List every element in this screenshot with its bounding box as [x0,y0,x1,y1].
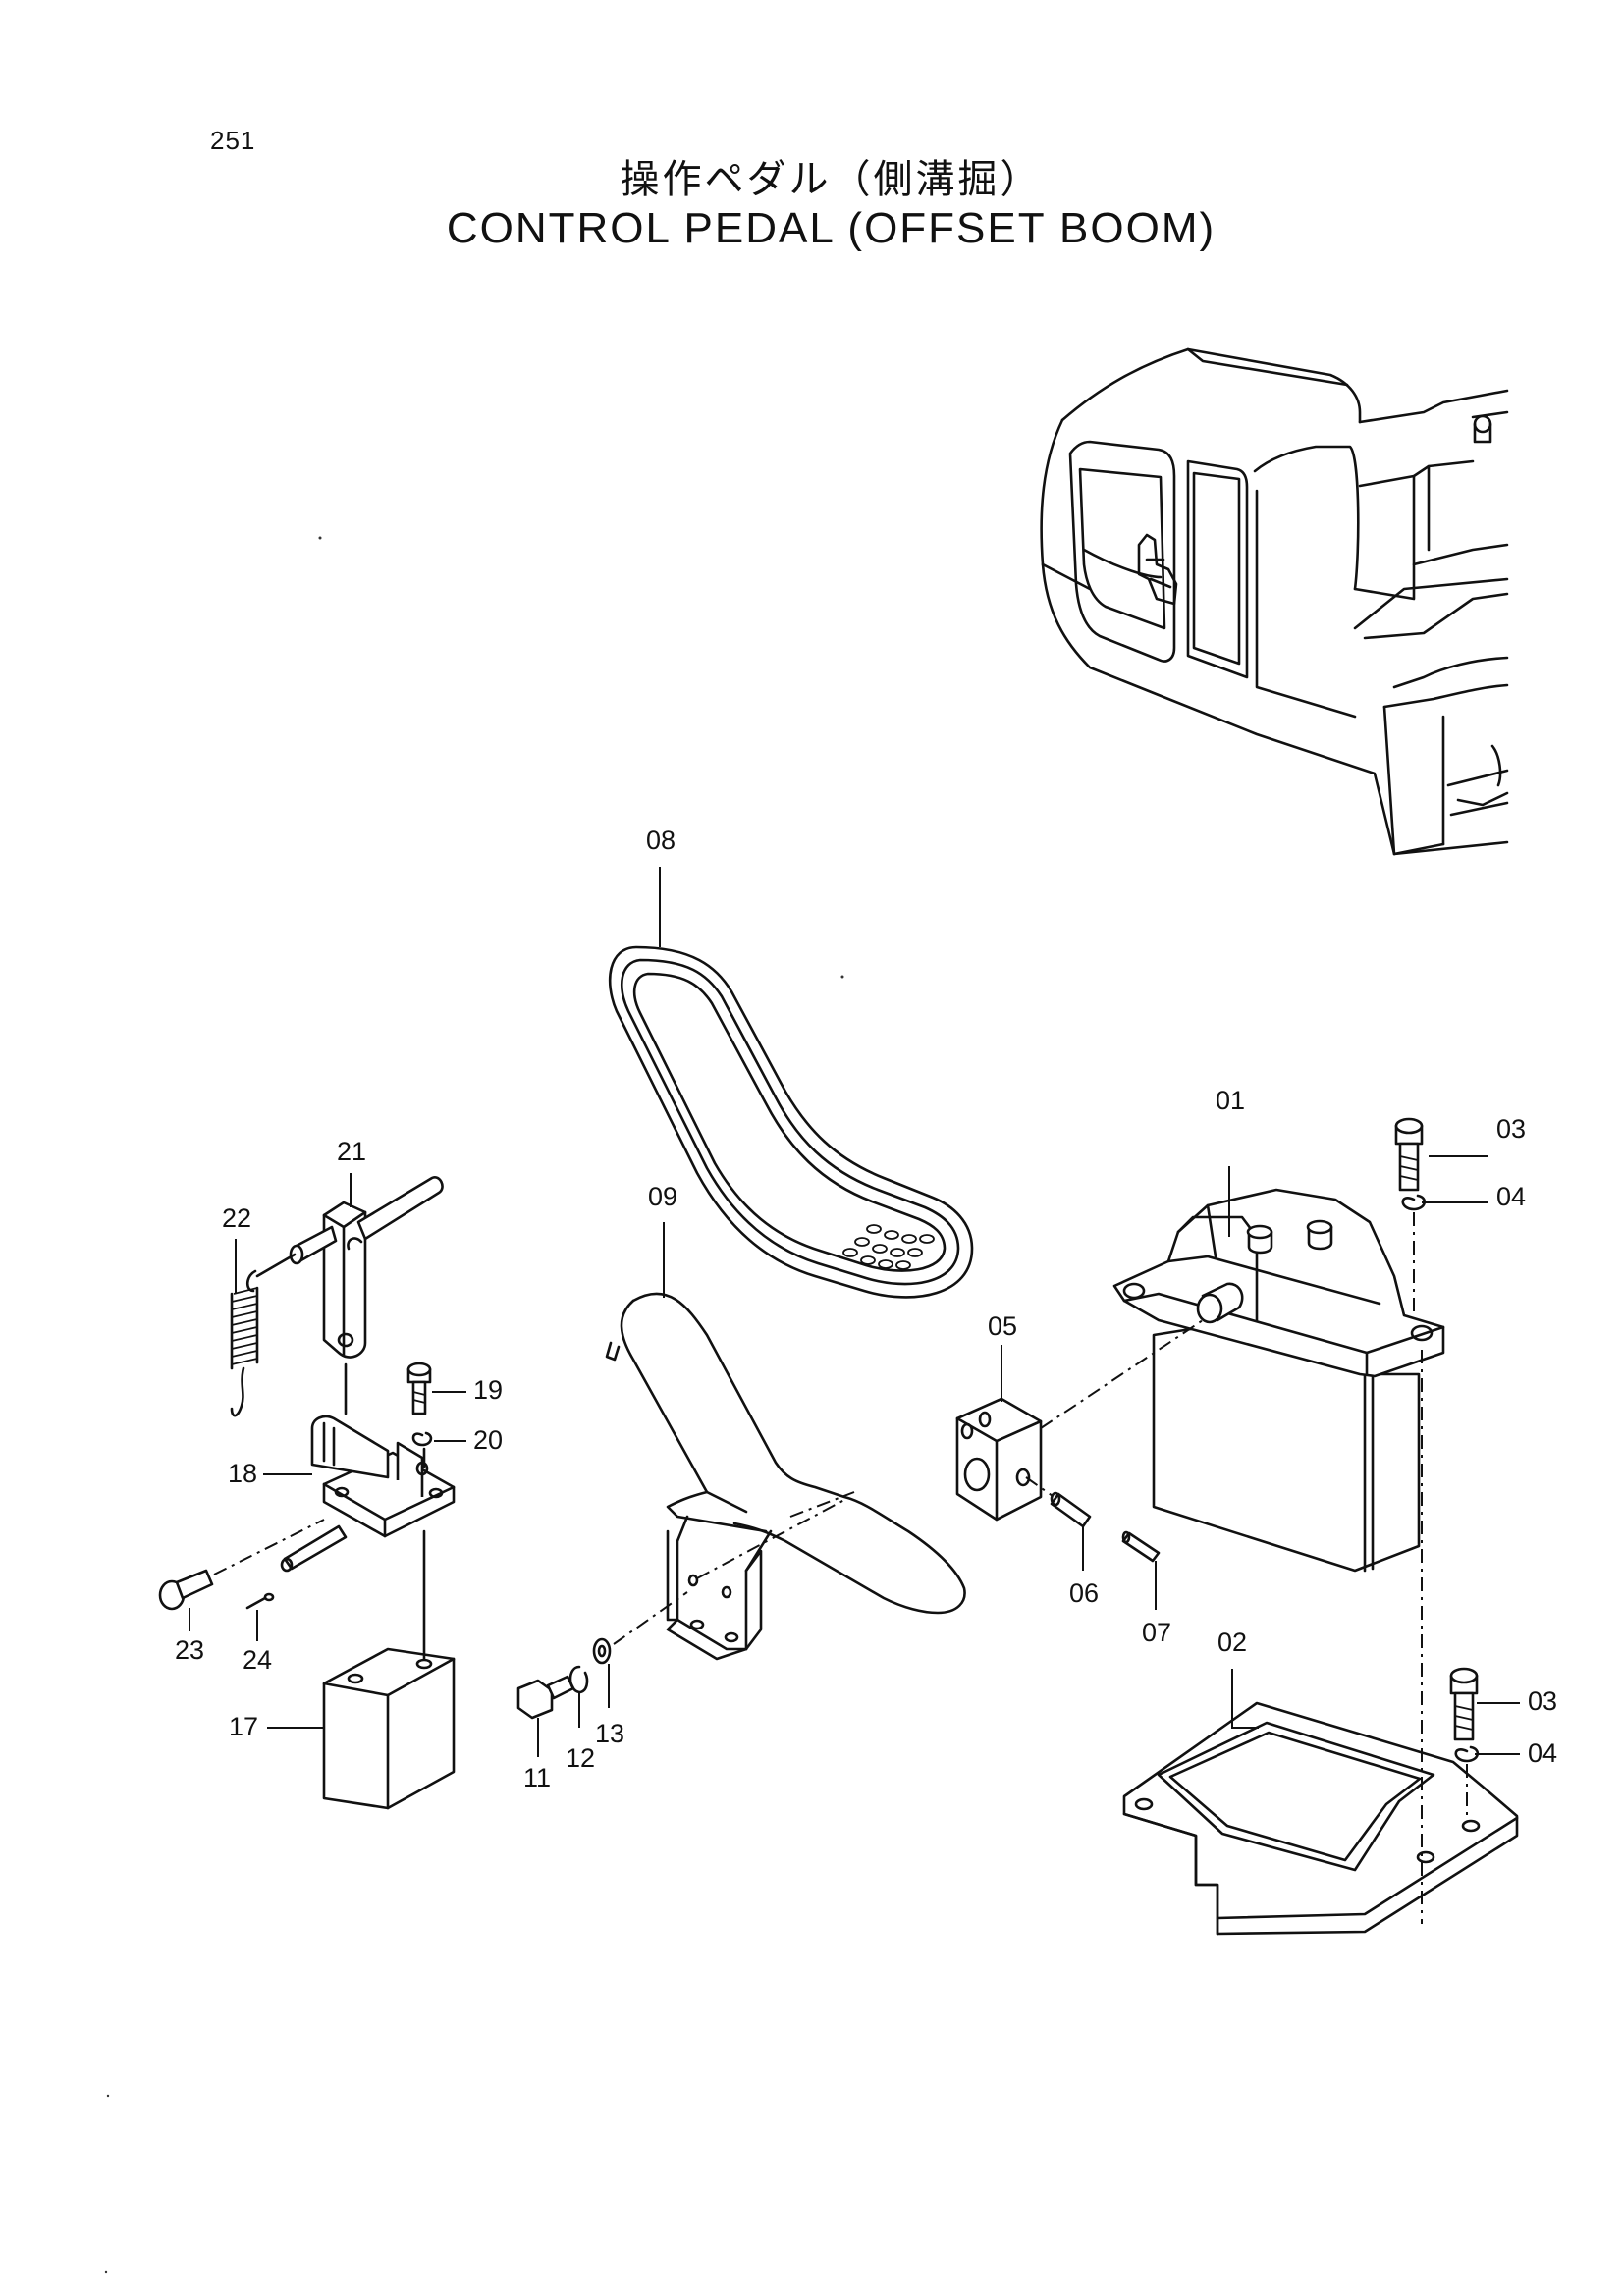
part-18-bracket [280,1362,456,1573]
title-japanese: 操作ペダル（側溝掘） [620,157,1043,202]
part-05-pivot-block [955,1397,1043,1522]
callout-04-upper: 04 [1496,1182,1526,1211]
callout-24: 24 [243,1645,272,1675]
part-23-clevis-pin [158,1519,325,1611]
part-17-block [322,1529,456,1810]
excavator-cab-illustration [1040,347,1509,856]
part-11-bolt [516,1675,575,1720]
callout-11: 11 [523,1763,551,1792]
part-04-washer-upper [1401,1194,1427,1315]
callout-09: 09 [648,1182,677,1211]
part-04-washer-lower [1454,1745,1480,1821]
part-21-lever [289,1176,444,1359]
callout-05: 05 [988,1311,1017,1341]
title-english: CONTROL PEDAL (OFFSET BOOM) [446,204,1217,252]
part-07-pin [1121,1530,1161,1563]
part-13-flat-washer [592,1591,688,1665]
part-19-bolt [406,1362,432,1415]
page-number: 251 [210,126,256,155]
part-20-washer [411,1431,433,1468]
callout-labels: 08 01 03 04 09 05 06 07 02 03 04 11 12 1… [175,826,1557,1792]
callout-18: 18 [228,1459,257,1488]
part-08-pedal-pad [608,945,974,1299]
scan-specks [104,536,844,2274]
callout-22: 22 [222,1203,251,1233]
part-09-pedal [605,1292,966,1661]
part-22-spring [230,1253,297,1417]
part-06-pin [1025,1476,1092,1528]
leader-lines [189,867,1520,1757]
callout-07: 07 [1142,1618,1171,1647]
part-24-cotter-pin [245,1592,275,1610]
part-02-cover-plate [1122,1701,1519,1936]
callout-12: 12 [566,1743,595,1773]
callout-20: 20 [473,1425,503,1455]
callout-17: 17 [229,1712,258,1741]
callout-01: 01 [1216,1086,1245,1115]
part-12-lock-washer [568,1665,589,1694]
callout-04-lower: 04 [1528,1738,1557,1768]
callout-19: 19 [473,1375,503,1405]
part-03-bolt-upper [1394,1117,1424,1192]
callout-23: 23 [175,1635,204,1665]
callout-21: 21 [337,1137,366,1166]
callout-03-lower: 03 [1528,1686,1557,1716]
part-03-bolt-lower [1449,1667,1479,1741]
callout-03-upper: 03 [1496,1114,1526,1144]
callout-13: 13 [595,1719,624,1748]
callout-02: 02 [1217,1628,1247,1657]
callout-08: 08 [646,826,676,855]
callout-06: 06 [1069,1578,1099,1608]
part-01-pilot-valve [1040,1188,1445,1573]
